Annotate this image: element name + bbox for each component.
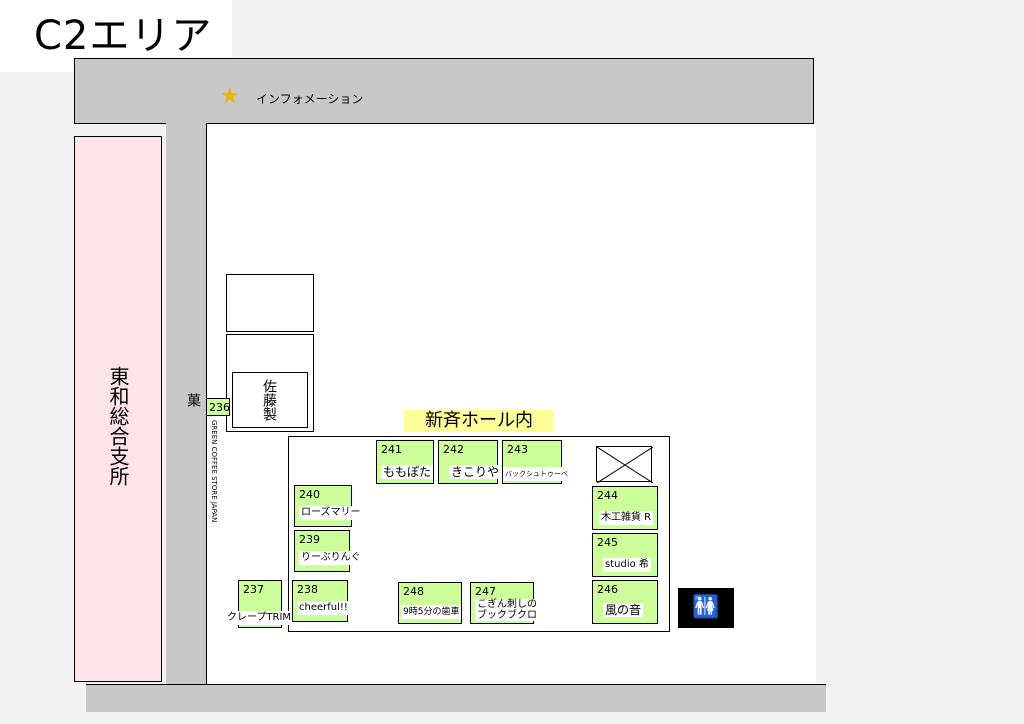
coffee-label: GREEN COFFEE STORE JAPAN bbox=[210, 420, 218, 523]
vertical-road bbox=[166, 122, 206, 692]
booth-241[interactable]: 241 ももぽた bbox=[376, 440, 434, 484]
booth-246[interactable]: 246 風の音 bbox=[592, 580, 658, 624]
top-road bbox=[74, 58, 814, 124]
star-icon: ★ bbox=[220, 84, 240, 109]
closed-area bbox=[596, 446, 654, 484]
booth-247[interactable]: 247 こぎん刺しの ブックブクロ bbox=[470, 582, 539, 624]
booth-237[interactable]: 237 クレープTRIM bbox=[225, 580, 294, 628]
booth-239[interactable]: 239 りーぶりんぐ bbox=[294, 530, 363, 572]
booth-238[interactable]: 238 cheerful!! bbox=[292, 580, 350, 622]
information-label: インフォメーション bbox=[256, 92, 364, 106]
restroom-icon: 🚻 bbox=[678, 588, 734, 628]
booth-242[interactable]: 242 きこりや bbox=[438, 440, 502, 484]
hall-label: 新斉ホール内 bbox=[404, 410, 554, 432]
building bbox=[226, 274, 314, 332]
booth-240[interactable]: 240 ローズマリー bbox=[294, 485, 363, 527]
booth-245[interactable]: 245 studio 希 bbox=[592, 533, 658, 577]
booth-243[interactable]: 243 バックシュトゥーベ bbox=[502, 440, 570, 484]
booth-236[interactable]: 236 bbox=[206, 398, 230, 416]
bottom-road bbox=[86, 684, 826, 712]
towa-label: 東和総合支所 bbox=[106, 366, 130, 486]
booth-248[interactable]: 248 9時5分の歯車 bbox=[398, 582, 462, 624]
sato-label: 佐藤製菓 bbox=[185, 372, 308, 428]
booth-244[interactable]: 244 木工雑貨 R bbox=[592, 486, 658, 530]
towa-building bbox=[74, 136, 162, 682]
